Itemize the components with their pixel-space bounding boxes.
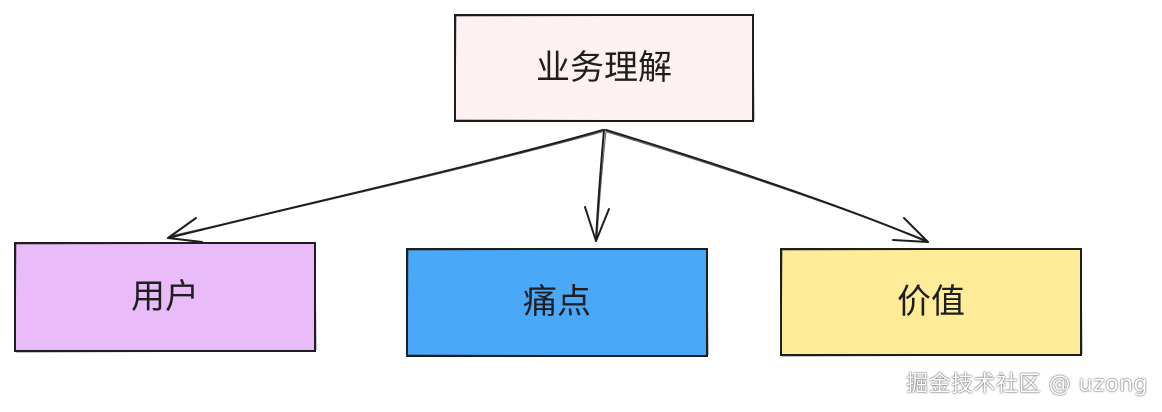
child-node-2: 痛点 xyxy=(406,248,709,357)
child-node-2-box xyxy=(406,248,708,357)
child-node-1-box xyxy=(14,242,316,352)
arrow-root-to-child-1 xyxy=(167,129,604,243)
connector-arrows xyxy=(167,129,929,243)
root-node: 业务理解 xyxy=(454,14,755,122)
child-node-3-sketch-outline xyxy=(780,248,1083,357)
child-node-1-sketch-outline xyxy=(14,242,317,353)
child-node-2-sketch-outline xyxy=(406,248,709,357)
child-node-2-label: 痛点 xyxy=(523,282,591,322)
root-node-sketch-outline xyxy=(454,14,755,122)
arrow-root-to-child-2 xyxy=(584,129,610,242)
child-node-1: 用户 xyxy=(14,242,317,353)
arrow-root-to-child-3 xyxy=(605,129,929,243)
child-node-3: 价值 xyxy=(780,248,1083,357)
root-node-box xyxy=(454,14,754,122)
watermark-text: 掘金技术社区 @ uzong xyxy=(906,372,1148,397)
child-node-1-label: 用户 xyxy=(131,277,199,317)
root-node-label: 业务理解 xyxy=(536,48,672,88)
child-node-3-label: 价值 xyxy=(897,282,965,322)
